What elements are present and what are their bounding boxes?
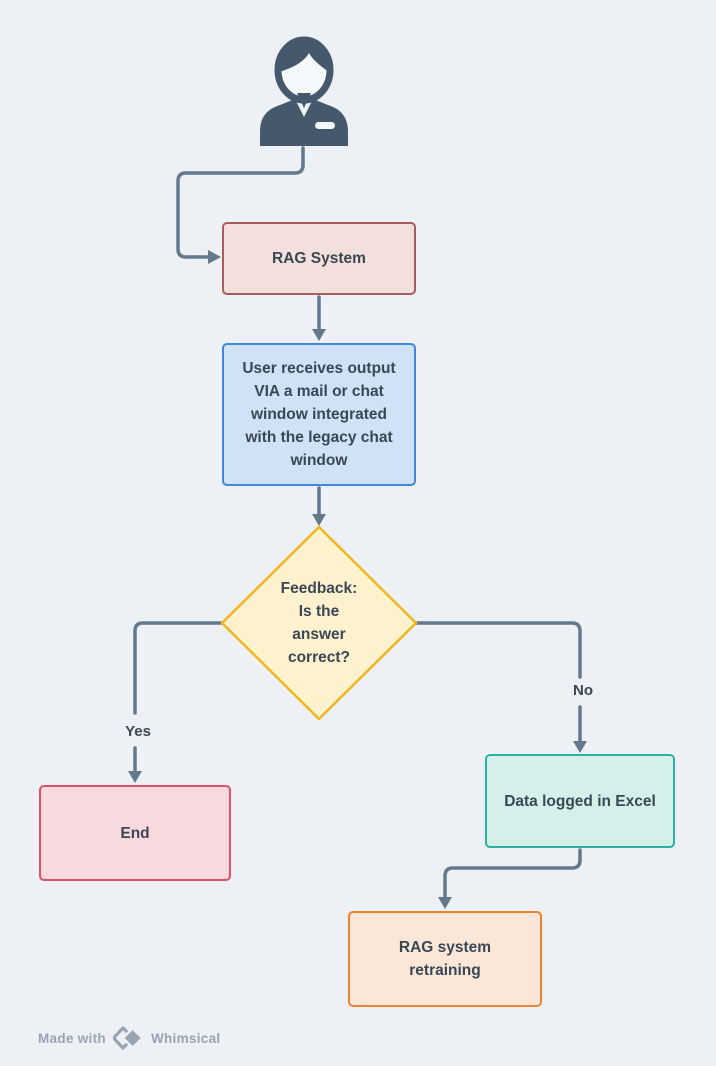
edge-label-yes: Yes: [116, 723, 160, 740]
node-end[interactable]: End: [39, 785, 231, 881]
node-feedback-decision[interactable]: Feedback: Is the answer correct?: [254, 575, 384, 671]
edge-label-no: No: [563, 682, 603, 699]
whimsical-logo-icon: [112, 1026, 144, 1050]
arrowhead-into-rag: [208, 250, 221, 264]
feedback-diamond-shape[interactable]: [220, 525, 418, 721]
node-rag-retraining[interactable]: RAG system retraining: [348, 911, 542, 1007]
node-rag-system-label: RAG System: [272, 250, 366, 267]
node-data-logged-excel-label: Data logged in Excel: [504, 792, 656, 810]
node-user-receives-output-label: User receives output VIA a mail or chat …: [242, 360, 396, 469]
node-end-label: End: [120, 824, 150, 842]
connector-feedback-to-no: [415, 621, 582, 679]
arrowhead-into-retraining: [438, 897, 452, 909]
whimsical-brand-text: Whimsical: [150, 1030, 221, 1046]
node-feedback-decision-label: Feedback: Is the answer correct?: [280, 580, 358, 666]
node-rag-system[interactable]: RAG System: [222, 222, 416, 295]
arrowhead-into-output: [312, 329, 326, 341]
node-user-receives-output[interactable]: User receives output VIA a mail or chat …: [222, 343, 416, 486]
node-rag-retraining-label: RAG system retraining: [398, 939, 492, 979]
whimsical-watermark[interactable]: Made with Whimsical: [38, 1026, 220, 1050]
connector-excel-to-retraining: [443, 848, 582, 899]
connector-feedback-to-yes: [133, 621, 223, 715]
arrowhead-into-excel: [573, 741, 587, 753]
connector-user-to-rag: [176, 146, 305, 259]
node-data-logged-excel[interactable]: Data logged in Excel: [485, 754, 675, 848]
made-with-text: Made with: [38, 1030, 106, 1046]
arrowhead-into-end: [128, 771, 142, 783]
user-person-icon[interactable]: [260, 36, 348, 146]
arrowhead-into-feedback: [312, 514, 326, 526]
